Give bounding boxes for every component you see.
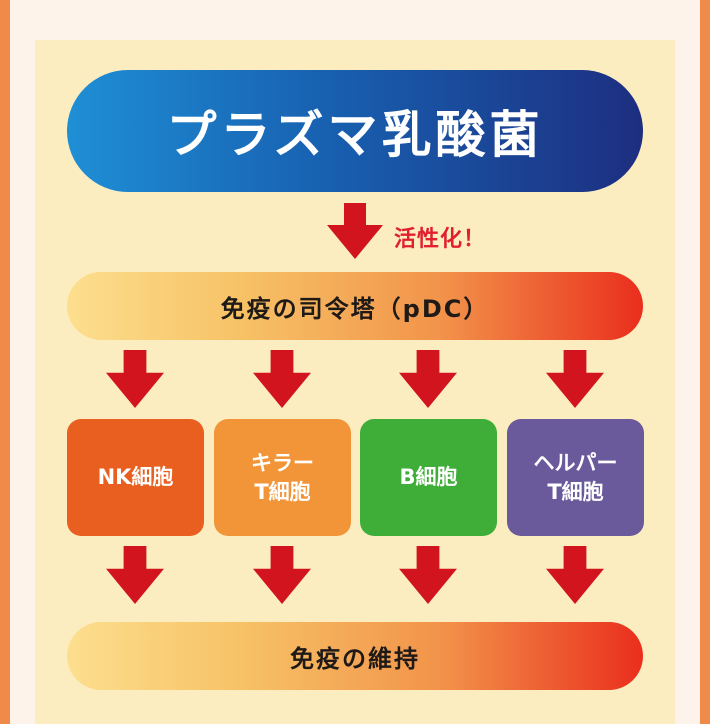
cell-label: NK細胞 bbox=[97, 465, 174, 490]
down-arrow-icon bbox=[106, 350, 164, 408]
cell-label: ヘルパー T細胞 bbox=[533, 451, 618, 504]
cell-label: B細胞 bbox=[399, 465, 458, 490]
main-down-arrow-icon bbox=[327, 203, 383, 259]
cell-box-helper-t: ヘルパー T細胞 bbox=[507, 419, 644, 536]
down-arrow-icon bbox=[399, 350, 457, 408]
cell-label: キラー T細胞 bbox=[251, 451, 314, 504]
cell-box-killer-t: キラー T細胞 bbox=[214, 419, 351, 536]
down-arrow-icon bbox=[399, 546, 457, 604]
activate-label: 活性化！ bbox=[394, 227, 487, 252]
down-arrow-icon bbox=[546, 350, 604, 408]
result-text: 免疫の維持 bbox=[290, 644, 420, 673]
down-arrow-icon bbox=[106, 546, 164, 604]
down-arrow-icon bbox=[253, 350, 311, 408]
cell-box-b: B細胞 bbox=[360, 419, 497, 536]
result-pill: 免疫の維持 bbox=[67, 622, 643, 690]
down-arrow-icon bbox=[253, 546, 311, 604]
cell-box-nk: NK細胞 bbox=[67, 419, 204, 536]
command-tower-pill: 免疫の司令塔（pDC） bbox=[67, 272, 643, 340]
down-arrow-icon bbox=[546, 546, 604, 604]
title-pill: プラズマ乳酸菌 bbox=[67, 70, 643, 192]
command-tower-text: 免疫の司令塔（pDC） bbox=[220, 294, 490, 323]
title-text: プラズマ乳酸菌 bbox=[166, 106, 544, 164]
